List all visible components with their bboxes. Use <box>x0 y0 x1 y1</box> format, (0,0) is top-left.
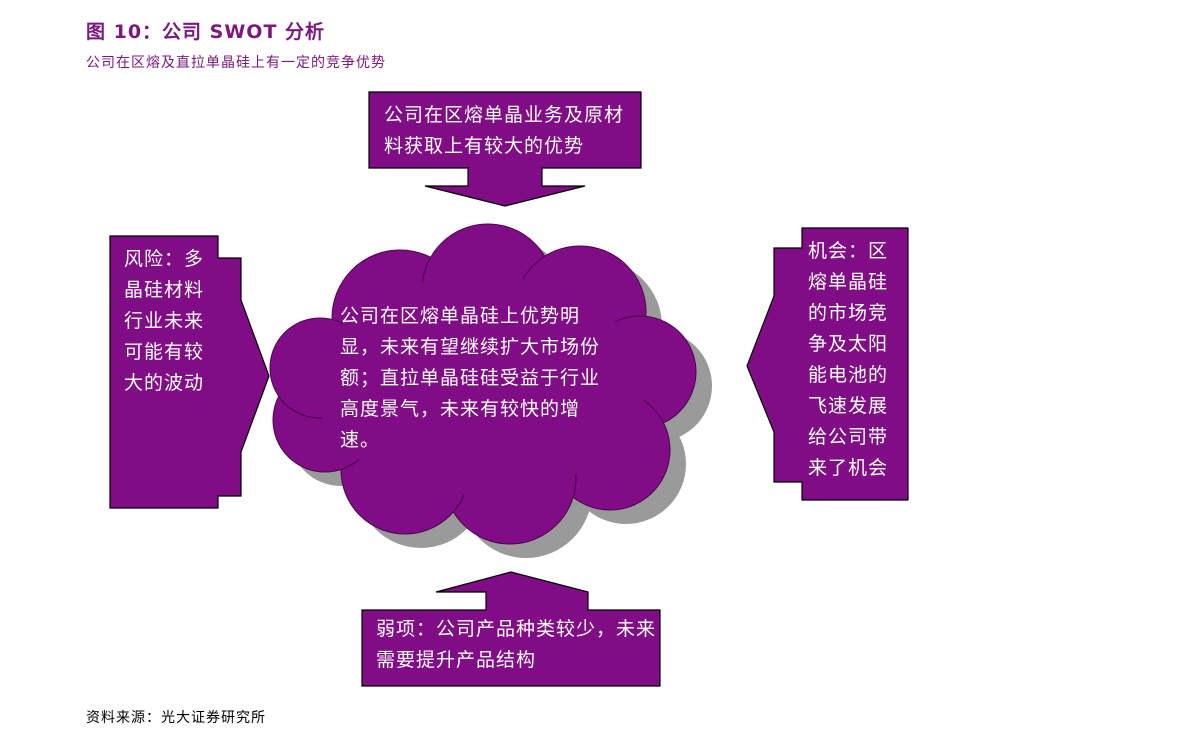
figure-subtitle: 公司在区熔及直拉单晶硅上有一定的竞争优势 <box>86 55 386 71</box>
risk-callout <box>109 235 270 509</box>
strength-text: 公司在区熔单晶业务及原材料获取上有较大的优势 <box>384 104 625 157</box>
opportunity-callout <box>746 227 909 501</box>
center-text: 公司在区熔单晶硅上优势明显，未来有望继续扩大市场份额；直拉单晶硅硅受益于行业高度… <box>340 305 601 451</box>
cloud-fill <box>315 275 645 495</box>
weakness-callout <box>361 571 661 687</box>
figure-title: 图 10：公司 SWOT 分析 <box>86 21 326 43</box>
strength-callout <box>368 91 642 207</box>
opportunity-text: 机会：区熔单晶硅的市场竞争及太阳能电池的飞速发展给公司带来了机会 <box>808 240 889 479</box>
risk-text: 风险：多晶硅材料行业未来可能有较大的波动 <box>124 248 205 394</box>
weakness-text: 弱项：公司产品种类较少，未来需要提升产品结构 <box>376 618 657 671</box>
source-note: 资料来源：光大证券研究所 <box>86 710 266 726</box>
